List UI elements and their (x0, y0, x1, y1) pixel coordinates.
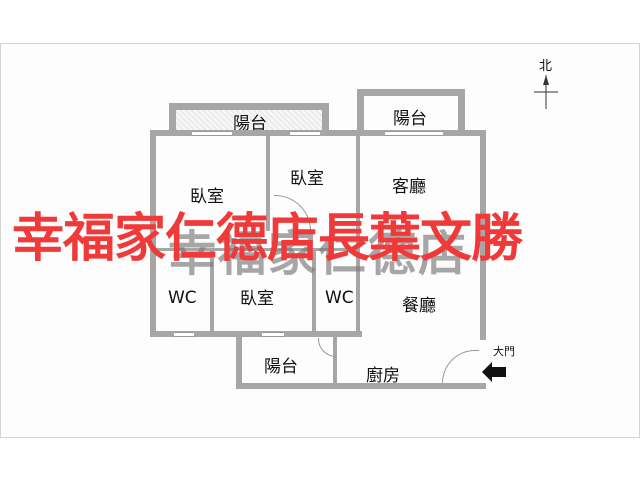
room-label-wc-right: WC (325, 288, 354, 308)
room-label-kitchen: 廚房 (366, 366, 400, 386)
window (192, 131, 232, 136)
wall (169, 103, 176, 133)
wall (312, 250, 316, 334)
agent-watermark: 幸福家仁德店長葉文勝 (12, 209, 523, 269)
north-compass: 北 (530, 55, 560, 115)
room-label-bedroom-top-middle: 臥室 (290, 169, 324, 189)
wall (356, 136, 360, 336)
room-label-balcony-top-right: 陽台 (393, 109, 427, 129)
wall (150, 130, 156, 336)
wall (357, 89, 465, 96)
window (290, 131, 320, 136)
wall (236, 331, 242, 389)
window (174, 332, 194, 337)
wall (333, 337, 337, 383)
north-arrow-icon (534, 75, 558, 109)
wall (266, 136, 270, 231)
wall (150, 331, 238, 337)
wall (169, 103, 329, 110)
wall (212, 331, 362, 337)
entrance-label: 大門 (493, 345, 515, 358)
window (385, 131, 443, 136)
wall (156, 248, 356, 251)
wall (210, 250, 214, 334)
compass-label: 北 (539, 59, 553, 74)
window (262, 332, 284, 337)
room-label-balcony-top-left: 陽台 (233, 114, 267, 134)
balcony-hatch (176, 110, 322, 130)
brand-watermark: 幸福家仁德店 (168, 226, 469, 282)
room-label-bedroom-bottom: 臥室 (240, 289, 274, 309)
room-label-wc-left: WC (168, 288, 197, 308)
room-label-dining-room: 餐廳 (402, 296, 436, 316)
room-label-balcony-bottom: 陽台 (264, 357, 298, 377)
wall (357, 89, 364, 133)
wall (458, 89, 465, 133)
room-label-living-room: 客廳 (392, 177, 426, 197)
wall (480, 130, 486, 340)
wall (236, 383, 486, 389)
wall (322, 103, 329, 133)
entrance-arrow-icon (482, 362, 506, 382)
room-label-bedroom-top-left: 臥室 (190, 187, 224, 207)
